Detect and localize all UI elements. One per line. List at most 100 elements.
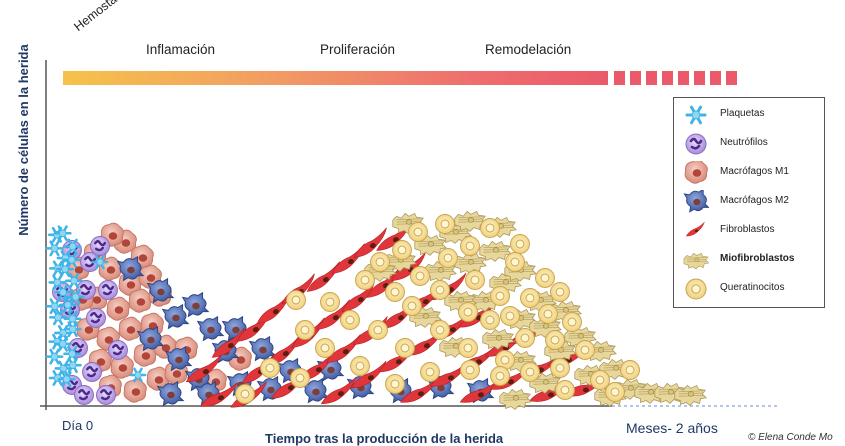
phase-bar-dash	[710, 71, 721, 85]
platelet-cell	[49, 309, 67, 326]
keratinocyte-cell	[460, 360, 480, 380]
macrophage-m1-cell	[106, 296, 130, 321]
fibroblast-cell	[211, 327, 245, 358]
keratinocyte-cell	[430, 280, 450, 300]
keratinocyte-cell	[340, 310, 360, 330]
legend-item: Queratinocitos	[674, 275, 824, 303]
keratinocyte-cell	[575, 340, 595, 360]
keratinocyte-cell	[350, 356, 370, 376]
phase-bar-dash	[694, 71, 705, 85]
keratinocyte-cell	[458, 302, 478, 322]
macrophage-m1-cell	[684, 161, 708, 184]
platelet-cell	[56, 261, 74, 278]
platelet-cell	[65, 272, 83, 289]
myofibroblast-cell	[479, 240, 512, 262]
keratinocyte-cell	[620, 360, 640, 380]
keratinocyte-cell	[555, 380, 575, 400]
x-start-label: Día 0	[62, 418, 94, 433]
fibroblast-cell	[185, 354, 222, 383]
keratinocyte-cell	[435, 214, 455, 234]
keratinocyte-cell	[510, 234, 530, 254]
keratinocyte-cell	[260, 358, 280, 378]
neutrophil-cell	[82, 362, 102, 382]
keratinocyte-icon	[685, 278, 707, 300]
macrophage-m2-cell	[164, 345, 193, 372]
fibroblast-cell	[200, 382, 238, 407]
keratinocyte-cell	[392, 240, 412, 260]
platelet-cell	[45, 240, 64, 257]
keratinocyte-cell	[395, 338, 415, 358]
platelet-cell	[63, 357, 82, 374]
legend-label: Plaquetas	[720, 108, 765, 119]
macrophage-m2-cell	[181, 291, 210, 318]
keratinocyte-cell	[520, 288, 540, 308]
keratinocyte-cell	[545, 330, 565, 350]
myofibroblast-cell	[482, 328, 515, 350]
fibroblast-cell	[685, 221, 705, 237]
keratinocyte-cell	[402, 296, 422, 316]
keratinocyte-cell	[562, 312, 582, 332]
macrophage-m2-cell	[161, 303, 190, 330]
phase-bar-dash	[678, 71, 689, 85]
copyright-note: © Elena Conde Mo	[748, 432, 833, 443]
platelet-cell	[53, 225, 72, 242]
keratinocyte-cell	[590, 370, 610, 390]
platelet-cell	[63, 345, 82, 362]
myofibroblast-cell	[529, 372, 562, 394]
neutrophil-cell	[76, 280, 96, 300]
keratinocyte-cell	[430, 320, 450, 340]
keratinocyte-cell	[535, 268, 555, 288]
keratinocyte-cell	[490, 366, 510, 386]
fibroblast-cell	[320, 376, 357, 405]
neutrophil-cell	[90, 236, 110, 256]
phase-label-inflamacion: Inflamación	[146, 42, 216, 57]
phase-bar-dash	[662, 71, 673, 85]
neutrophil-cell	[80, 252, 100, 272]
keratinocyte-cell	[320, 292, 340, 312]
macrophage-m1-cell	[110, 354, 134, 379]
macrophage-m2-icon	[683, 190, 709, 213]
platelet-icon	[685, 105, 707, 125]
neutrophil-cell	[98, 280, 118, 300]
keratinocyte-cell	[286, 290, 306, 310]
platelet-cell	[66, 288, 85, 305]
keratinocyte-cell	[370, 252, 390, 272]
macrophage-m2-cell	[248, 335, 277, 362]
macrophage-m2-cell	[196, 315, 225, 342]
neutrophil-cell	[685, 133, 707, 155]
keratinocyte-cell	[385, 282, 405, 302]
keratinocyte-cell	[500, 306, 520, 326]
myofibroblast-cell	[499, 388, 532, 410]
phase-label-remodelacion: Remodelación	[485, 42, 572, 57]
platelet-cell	[685, 105, 707, 125]
legend-item: Plaquetas	[674, 101, 824, 129]
macrophage-m1-cell	[123, 378, 147, 403]
neutrophil-cell	[108, 340, 128, 360]
keratinocyte-cell	[295, 320, 315, 340]
platelet-cell	[53, 335, 72, 352]
keratinocyte-cell	[480, 218, 500, 238]
keratinocyte-cell	[550, 282, 570, 302]
myofibroblast-cell	[674, 384, 707, 406]
macrophage-m2-cell	[301, 377, 330, 404]
keratinocyte-cell	[315, 338, 335, 358]
phase-bar-dash	[630, 71, 641, 85]
neutrophil-icon	[685, 133, 707, 155]
keratinocyte-cell	[290, 368, 310, 388]
keratinocyte-cell	[550, 358, 570, 378]
keratinocyte-cell	[410, 266, 430, 286]
legend-label: Queratinocitos	[720, 282, 785, 293]
legend-item: Neutrófilos	[674, 130, 824, 158]
macrophage-m2-cell	[146, 277, 175, 304]
phase-bar-dash	[726, 71, 737, 85]
x-end-label: Meses- 2 años	[626, 420, 718, 436]
keratinocyte-cell	[460, 236, 480, 256]
keratinocyte-cell	[495, 350, 515, 370]
fibroblast-cell	[350, 360, 387, 389]
macrophage-m1-cell	[146, 366, 170, 391]
fibroblast-icon	[685, 221, 705, 237]
neutrophil-cell	[96, 385, 116, 405]
fibroblast-cell	[316, 299, 350, 330]
